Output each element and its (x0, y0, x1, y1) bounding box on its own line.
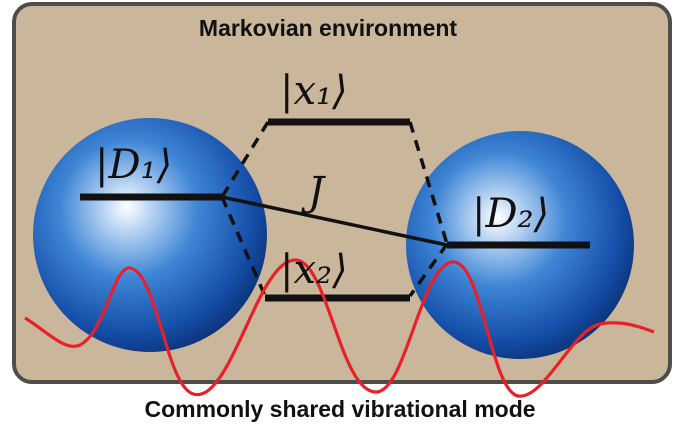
dashed-connectors (220, 121, 449, 298)
environment-label: Markovian environment (199, 15, 458, 41)
coupling-line (221, 195, 448, 247)
label-d1: |D₁⟩ (95, 142, 172, 188)
site-d1-sphere (33, 118, 267, 352)
label-d2: |D₂⟩ (472, 191, 549, 237)
vibration-label: Commonly shared vibrational mode (144, 396, 535, 422)
label-x1: |x₁⟩ (280, 68, 348, 114)
vibration-wave (24, 258, 655, 398)
label-x2: |x₂⟩ (280, 247, 348, 293)
